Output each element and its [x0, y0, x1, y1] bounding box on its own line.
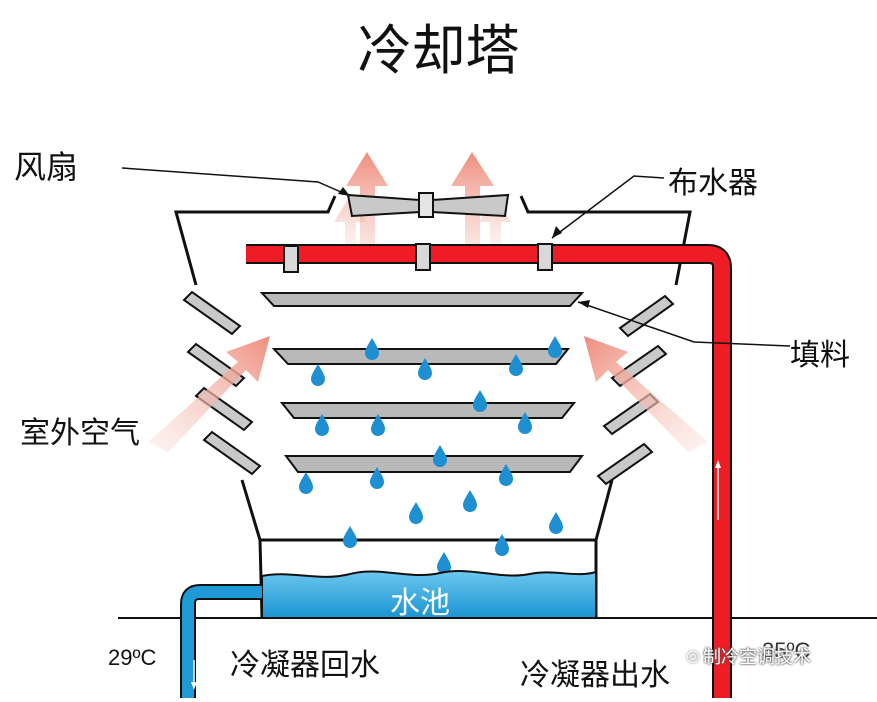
condenser-return-label: 冷凝器回水 — [230, 648, 380, 683]
outdoor-air-label: 室外空气 — [20, 416, 140, 451]
supply-temperature-label: 35ºC — [762, 638, 811, 663]
fill-label: 填料 — [790, 338, 850, 373]
water-pool — [261, 569, 597, 619]
outdoor-air-arrows — [148, 336, 708, 452]
louvers-right — [596, 294, 675, 486]
condenser-supply-label: 冷凝器出水 — [520, 658, 670, 693]
fan — [346, 192, 510, 218]
fan-label: 风扇 — [14, 148, 79, 186]
distributor-label: 布水器 — [668, 166, 758, 201]
page-title: 冷却塔 — [357, 19, 520, 82]
return-temperature-label: 29ºC — [108, 645, 157, 670]
distributor-pipe — [246, 243, 732, 698]
watermark: 制冷空调技术 — [703, 647, 811, 668]
fill-sheets — [259, 292, 585, 473]
leader-lines — [121, 167, 791, 347]
pool-label: 水池 — [390, 586, 450, 621]
tower-shell — [174, 195, 692, 619]
return-pipe — [180, 584, 262, 698]
leader-arrowheads — [338, 187, 590, 308]
wechat-icon: ◎ — [686, 646, 700, 665]
